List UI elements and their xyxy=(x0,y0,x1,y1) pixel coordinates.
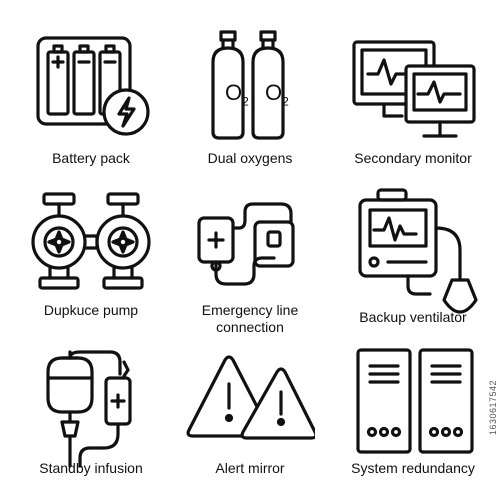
cell-backup-ventilator: Backup ventilator xyxy=(330,178,496,344)
label-battery-pack: Battery pack xyxy=(52,150,130,166)
cell-system-redundancy: System redundancy xyxy=(330,336,496,502)
tank-label-right: O2 xyxy=(265,80,289,109)
cell-battery-pack: Battery pack xyxy=(8,10,174,176)
cell-standby-infusion: Standby infusion xyxy=(8,336,174,502)
server-racks-icon xyxy=(356,348,474,454)
label-emergency-line-1: Emergency line xyxy=(201,302,299,318)
ventilator-icon xyxy=(358,188,478,314)
label-backup-ventilator: Backup ventilator xyxy=(359,309,467,325)
cell-dual-oxygens: O2 O2 Dual oxygens xyxy=(167,10,333,176)
warning-triangles-icon xyxy=(186,355,315,440)
label-system-redundancy: System redundancy xyxy=(351,460,475,476)
cell-secondary-monitor: Secondary monitor xyxy=(330,10,496,176)
infusion-bag-icon xyxy=(46,350,132,468)
cell-emergency-line: Emergency line connection xyxy=(167,178,333,344)
label-emergency-line-2: connection xyxy=(216,319,284,335)
oxygen-tanks-icon xyxy=(211,30,285,140)
label-standby-infusion: Standby infusion xyxy=(39,460,143,476)
tank-label-left: O2 xyxy=(225,80,249,109)
label-secondary-monitor: Secondary monitor xyxy=(354,150,472,166)
cell-alert-mirror: Alert mirror xyxy=(167,336,333,502)
label-dupkuce-pump: Dupkuce pump xyxy=(43,302,139,318)
dual-monitor-icon xyxy=(352,40,476,138)
label-dual-oxygens: Dual oxygens xyxy=(207,150,293,166)
battery-pack-icon xyxy=(36,36,150,136)
cell-dupkuce-pump: Dupkuce pump xyxy=(8,178,174,344)
emergency-line-icon xyxy=(197,202,295,286)
label-alert-mirror: Alert mirror xyxy=(215,460,285,476)
dual-pump-icon xyxy=(31,192,151,290)
stock-id: 1630617542 xyxy=(488,380,498,436)
